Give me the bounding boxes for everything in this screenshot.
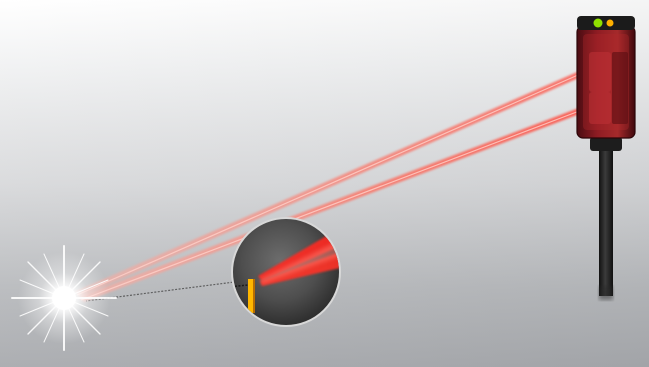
- photoelectric-sensor: [577, 16, 635, 151]
- target-edge: [248, 279, 253, 313]
- cable-gland: [590, 137, 622, 151]
- light-spot-icon: [12, 246, 116, 350]
- status-led-green-icon: [594, 19, 603, 28]
- status-led-orange-icon: [607, 20, 614, 27]
- receiver-lens: [589, 92, 611, 124]
- emitter-lens: [589, 52, 611, 92]
- sensor-cable: [599, 146, 613, 300]
